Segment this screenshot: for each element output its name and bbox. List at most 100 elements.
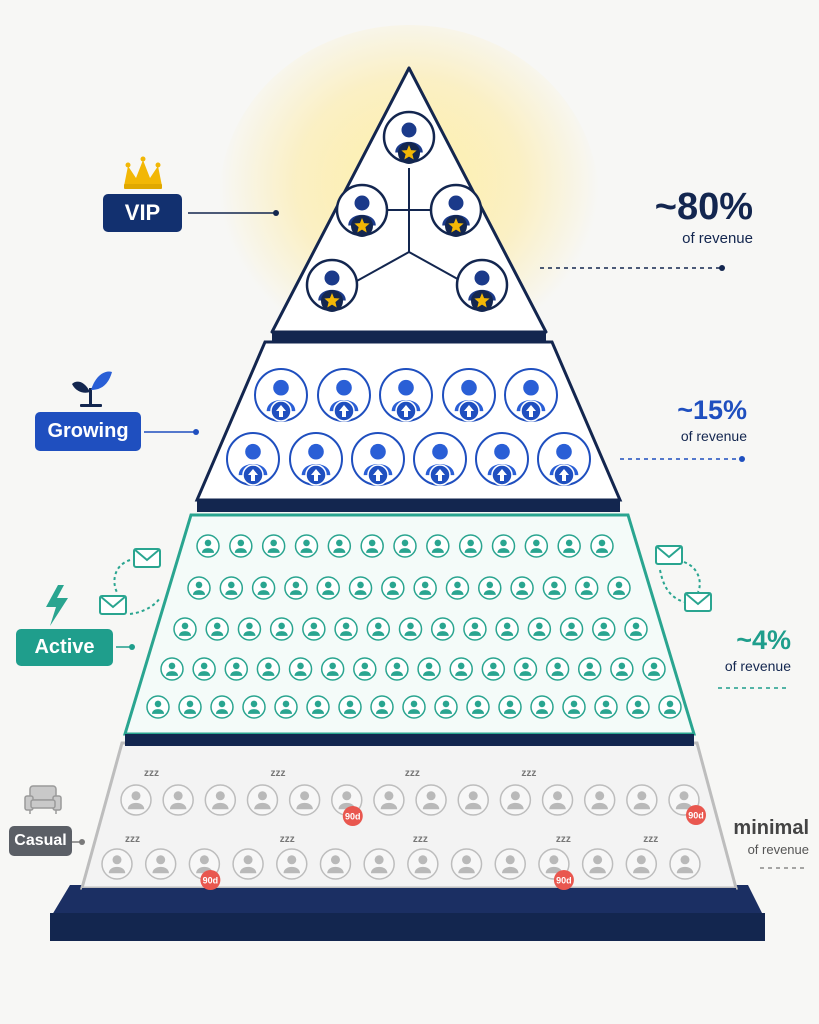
member-avatar: [360, 534, 384, 558]
member-avatar: [219, 576, 244, 600]
member-avatar: [527, 617, 552, 641]
revenue-growing: ~15% of revenue: [677, 395, 747, 445]
member-avatar: [379, 368, 433, 422]
member-avatar: [254, 368, 308, 422]
member-avatar: [269, 617, 294, 641]
inactive-90d-badge: 90d: [342, 806, 363, 826]
member-avatar: [226, 432, 280, 486]
member-avatar: [162, 784, 194, 816]
member-avatar: [398, 617, 423, 641]
member-avatar: [524, 534, 549, 558]
arrow-up-icon: [435, 469, 445, 481]
star-icon: [401, 145, 417, 160]
label-growing: Growing: [35, 412, 141, 451]
label-connectors: [72, 210, 279, 845]
member-avatar: [192, 657, 216, 681]
sleep-zzz-icon: zzz: [280, 834, 295, 845]
member-avatar: [541, 784, 574, 816]
member-avatar: [335, 183, 389, 237]
member-avatar: [626, 695, 650, 719]
member-avatar: [288, 657, 313, 681]
member-avatar: [302, 617, 326, 641]
member-avatar: [458, 534, 483, 558]
member-avatar: [294, 534, 319, 558]
member-avatar: [450, 848, 483, 880]
member-avatar: [545, 657, 570, 681]
member-avatar: [430, 617, 455, 641]
member-avatar: [658, 695, 682, 719]
arrow-up-icon: [311, 469, 321, 481]
label-active: Active: [16, 629, 113, 666]
member-avatar: [289, 432, 343, 486]
member-avatar: [348, 576, 373, 600]
member-avatar: [504, 368, 558, 422]
connector-dot: [719, 265, 725, 271]
member-avatar: [363, 848, 395, 880]
member-avatar: [160, 657, 184, 681]
member-avatar: [594, 695, 618, 719]
member-avatar: [381, 576, 405, 600]
revenue-vip-caption: of revenue: [682, 230, 753, 247]
revenue-active-caption: of revenue: [724, 658, 791, 674]
arrow-up-icon: [276, 405, 286, 417]
member-avatar: [146, 695, 170, 719]
member-avatar: [288, 784, 321, 816]
member-avatar: [319, 848, 352, 880]
member-avatar: [224, 657, 249, 681]
sleep-zzz-icon: zzz: [643, 834, 658, 845]
member-avatar: [229, 534, 253, 558]
member-avatar: [256, 657, 281, 681]
member-avatar: [382, 110, 436, 164]
member-avatar: [351, 432, 405, 486]
member-avatar: [624, 617, 648, 641]
lightning-icon: [46, 585, 68, 626]
member-avatar: [537, 432, 591, 486]
member-avatar: [445, 576, 470, 600]
star-icon: [324, 293, 340, 308]
revenue-growing-percent: ~15%: [677, 395, 747, 425]
arrow-up-icon: [248, 469, 258, 481]
member-avatar: [426, 534, 450, 558]
sleep-zzz-icon: zzz: [405, 768, 420, 779]
member-avatar: [353, 657, 377, 681]
member-avatar: [510, 576, 534, 600]
label-vip: VIP: [103, 194, 182, 232]
member-avatar: [491, 534, 516, 558]
sleep-zzz-icon: zzz: [413, 834, 428, 845]
sleep-zzz-icon: zzz: [144, 768, 159, 779]
member-avatar: [317, 368, 371, 422]
member-avatar: [577, 657, 602, 681]
member-avatar: [481, 657, 506, 681]
revenue-growing-caption: of revenue: [680, 428, 747, 444]
member-avatar: [530, 695, 554, 719]
member-avatar: [246, 784, 279, 816]
member-avatar: [402, 695, 426, 719]
member-avatar: [495, 617, 519, 641]
mail-icon: [684, 592, 712, 612]
star-icon: [474, 293, 490, 308]
member-avatar: [251, 576, 276, 600]
member-avatar: [557, 534, 581, 558]
member-avatar: [625, 848, 658, 880]
member-avatar: [449, 657, 473, 681]
member-avatar: [385, 657, 409, 681]
mail-icons: [99, 545, 712, 615]
member-avatar: [498, 695, 522, 719]
member-avatar: [434, 695, 458, 719]
badge-text: 90d: [345, 812, 361, 822]
member-avatar: [499, 784, 532, 816]
member-avatar: [242, 695, 266, 719]
sprout-icon: [72, 371, 112, 407]
member-avatar: [413, 576, 437, 600]
member-avatar: [455, 258, 509, 312]
member-avatar: [173, 617, 197, 641]
member-avatar: [196, 534, 220, 558]
vip-network: [354, 168, 464, 283]
member-avatar: [559, 617, 584, 641]
tier-growing: [194, 340, 623, 512]
label-casual: Casual: [9, 826, 72, 856]
member-avatar: [417, 657, 441, 681]
badge-text: 90d: [203, 876, 219, 886]
member-avatar: [187, 576, 211, 600]
arrow-up-icon: [497, 469, 507, 481]
